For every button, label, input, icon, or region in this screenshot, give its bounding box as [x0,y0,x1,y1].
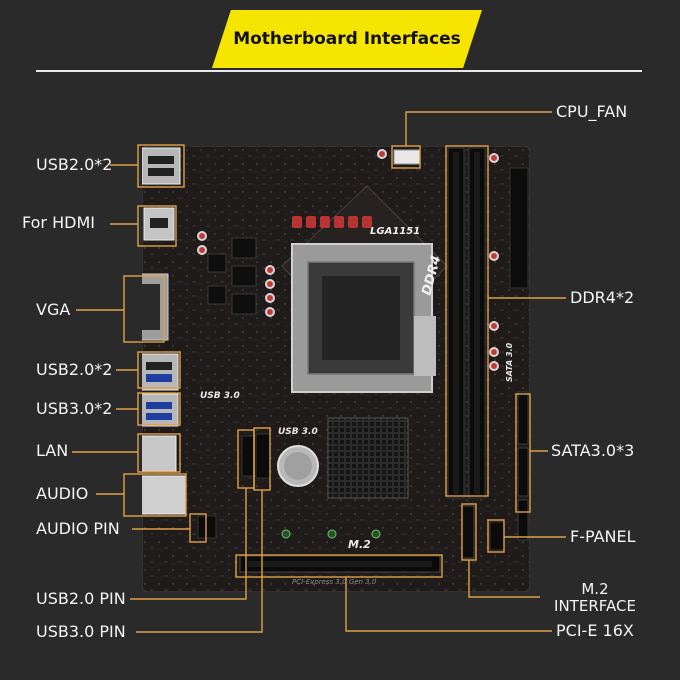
chipset-heatsink [327,417,409,499]
label-usb20-top: USB2.0*2 [36,155,113,174]
vrm-chokes [207,237,257,315]
atx-power [509,167,529,289]
label-usb30: USB3.0*2 [36,399,113,418]
label-m2-interface: M.2 INTERFACE [545,581,645,615]
usb30-silkscreen-2: USB 3.0 [278,427,318,437]
label-usb30-pin: USB3.0 PIN [36,622,126,641]
label-hdmi: For HDMI [22,213,95,232]
label-pcie: PCI-E 16X [556,621,634,640]
label-usb20-pin: USB2.0 PIN [36,589,126,608]
cpu-fan-header [393,149,421,165]
socket-label: LGA1151 [370,226,420,237]
m2-silkscreen: M.2 [348,538,371,551]
page-title: Motherboard Interfaces [233,29,461,49]
label-cpu-fan: CPU_FAN [556,102,628,121]
pcie-silkscreen: PCI-Express 3.0 Gen 3.0 [292,578,377,586]
resistor-row [292,216,372,228]
label-vga: VGA [36,300,71,319]
sata-ports [517,391,529,541]
label-lan: LAN [36,441,69,460]
usb30-silkscreen: USB 3.0 [200,391,240,401]
motherboard-illustration: LGA1151 DDR4 SATA 3.0 USB 3.0 USB 3.0 M.… [142,146,530,592]
m2-slot [461,505,475,559]
title-underline [36,70,642,72]
label-f-panel: F-PANEL [570,527,636,546]
label-ddr4: DDR4*2 [570,288,635,307]
label-m2-line1: M.2 [581,580,609,598]
label-audio-pin: AUDIO PIN [36,519,120,538]
label-m2-line2: INTERFACE [554,597,636,615]
cpu-socket [291,243,436,393]
vrm-capacitors [197,149,499,371]
label-usb20-mid: USB2.0*2 [36,360,113,379]
label-audio: AUDIO [36,484,89,503]
label-sata: SATA3.0*3 [551,441,635,460]
sata-silkscreen: SATA 3.0 [505,342,514,382]
title-banner: Motherboard Interfaces [212,10,482,68]
